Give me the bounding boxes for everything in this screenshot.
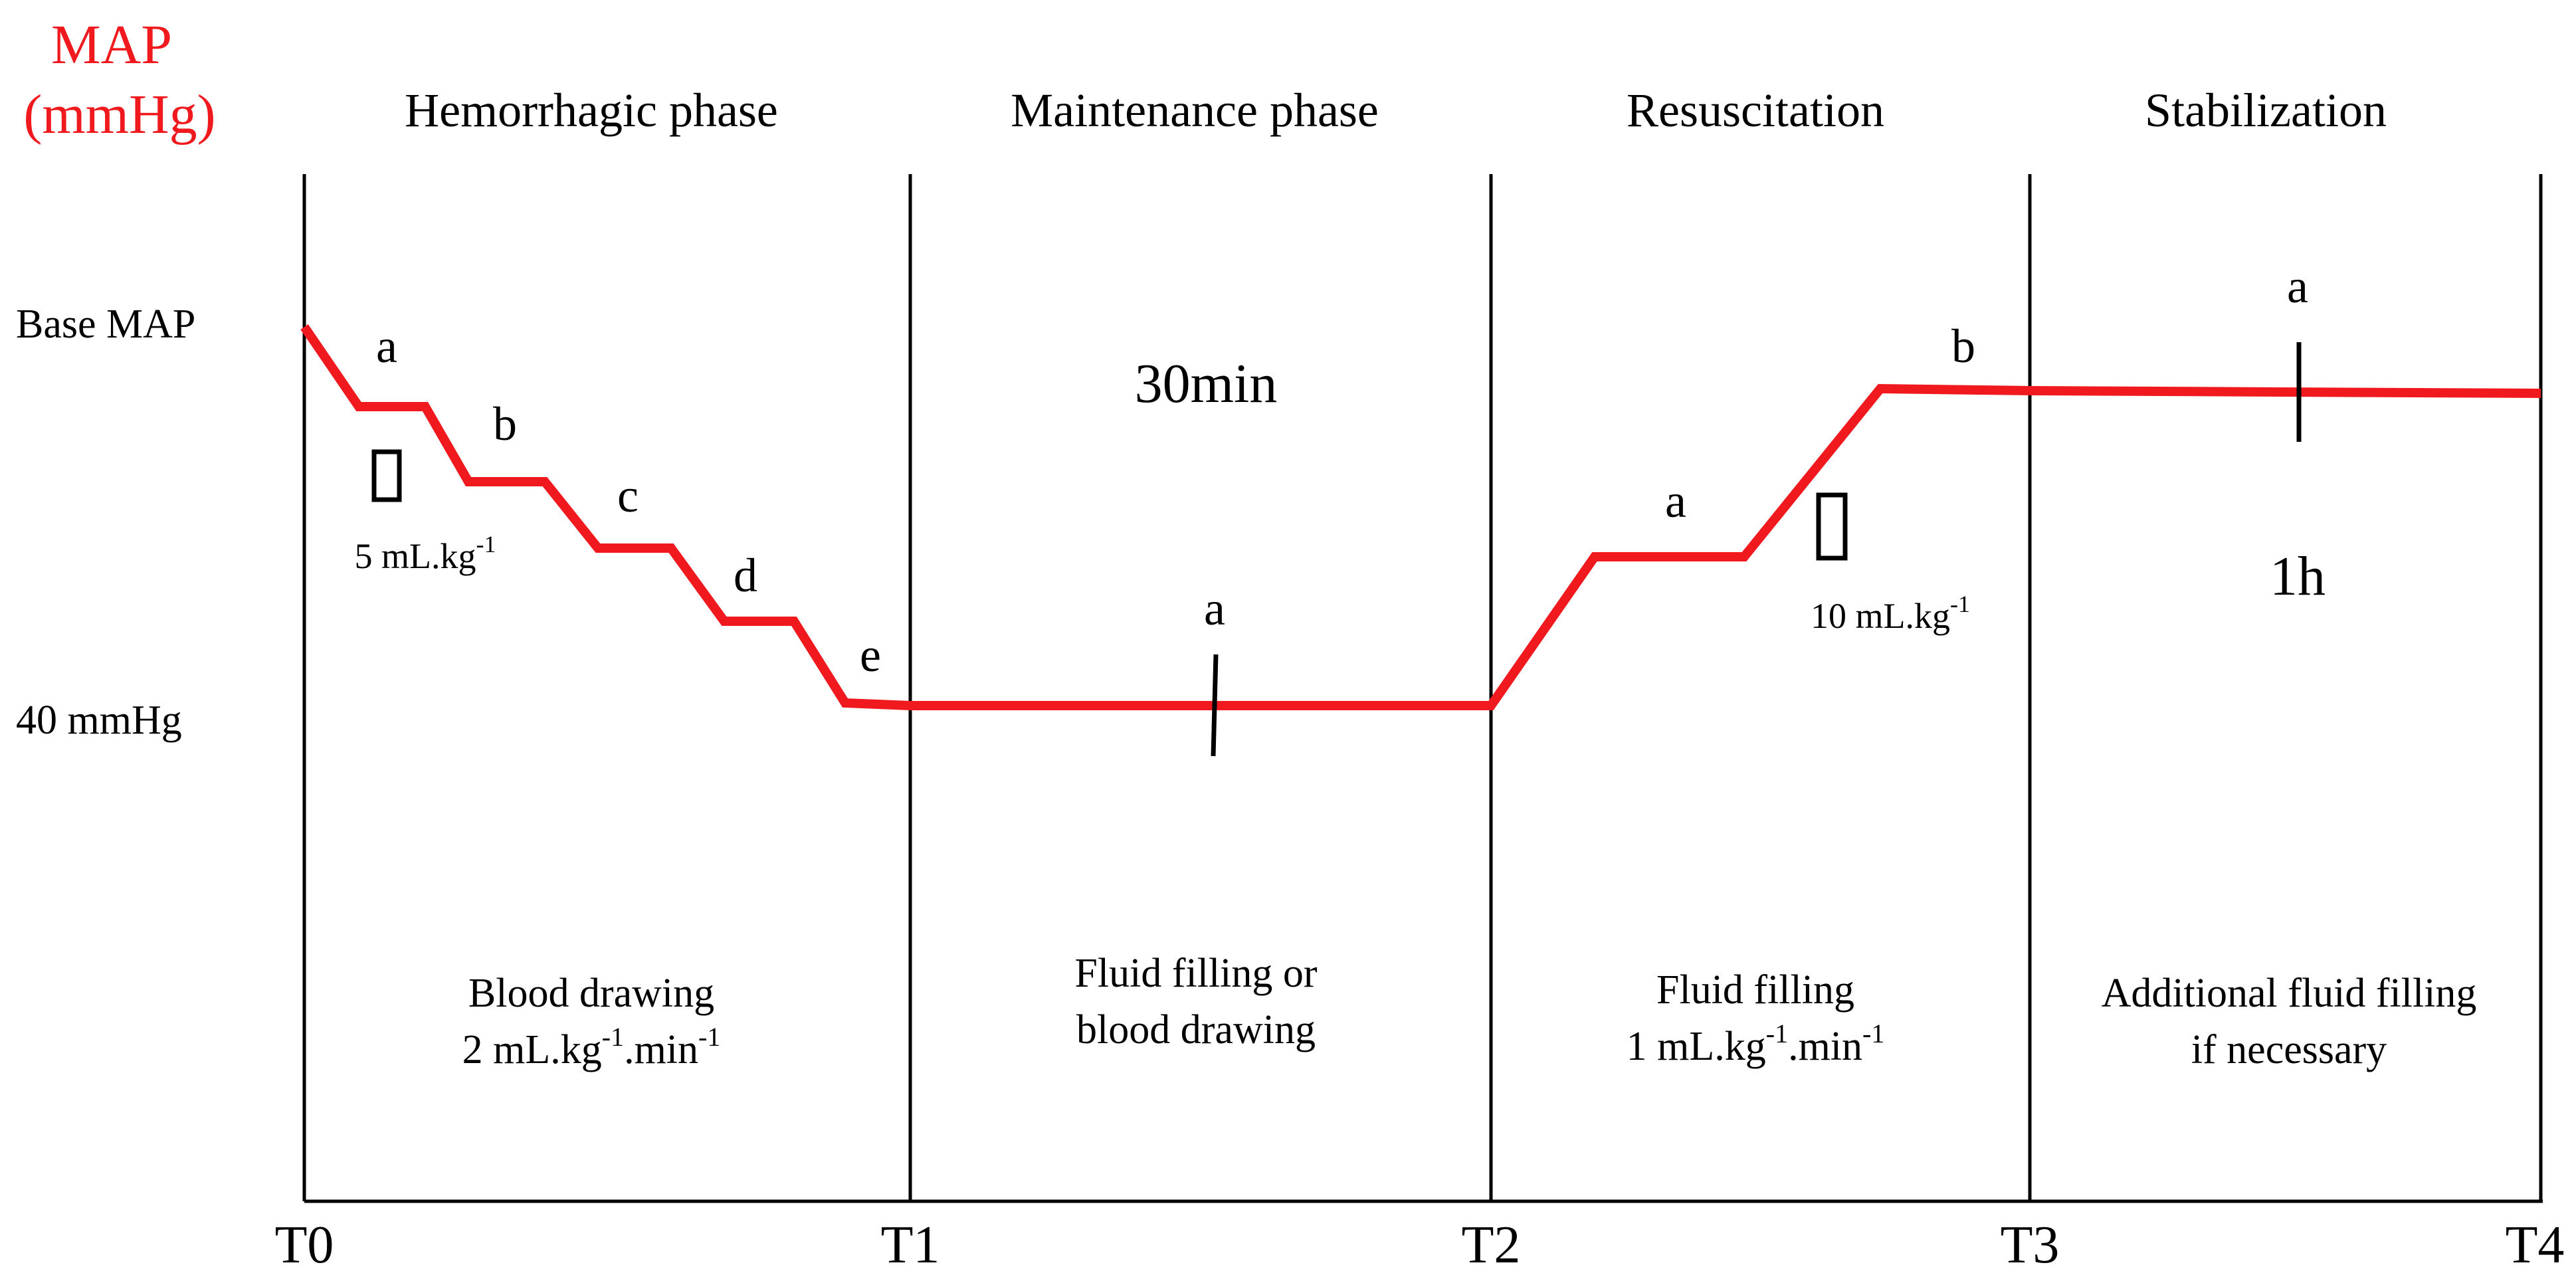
stabilization-desc-line1: Additional fluid filling (2102, 971, 2477, 1016)
hemorrhagic-desc-line2: 2 mL.kg-1.min-1 (462, 1022, 721, 1072)
phase-title-maintenance: Maintenance phase (1011, 84, 1379, 137)
y-tick-40-mmhg: 40 mmHg (16, 698, 182, 743)
resuscitation-step-b: b (1951, 320, 1975, 373)
x-tick-t3: T3 (2001, 1216, 2060, 1274)
phase-title-resuscitation: Resuscitation (1627, 84, 1884, 137)
hemorrhagic-desc-line1: Blood drawing (468, 971, 714, 1016)
maintenance-desc-line2: blood drawing (1076, 1007, 1316, 1052)
resuscitation-step-a: a (1665, 474, 1686, 528)
x-tick-t1: T1 (881, 1216, 940, 1274)
map-curve (300, 324, 2541, 710)
resuscitation-bag-volume: 10 mL.kg-1 (1811, 591, 1970, 636)
hemorrhagic-bag-volume: 5 mL.kg-1 (355, 531, 496, 576)
maintenance-step-a: a (1204, 582, 1225, 635)
maintenance-duration: 30min (1135, 353, 1278, 415)
y-axis-title-line2: (mmHg) (23, 84, 215, 146)
x-tick-t2: T2 (1462, 1216, 1521, 1274)
maintenance-desc-line1: Fluid filling or (1074, 951, 1317, 996)
y-axis-title-line1: MAP (51, 14, 172, 76)
stabilization-desc-line2: if necessary (2191, 1027, 2387, 1072)
fluid-bag-icon (1816, 492, 1848, 561)
resuscitation-desc-line2: 1 mL.kg-1.min-1 (1627, 1019, 1885, 1069)
x-tick-t0: T0 (275, 1216, 334, 1274)
phase-title-stabilization: Stabilization (2145, 84, 2387, 137)
hemorrhagic-step-e: e (860, 629, 881, 682)
hemorrhagic-step-c: c (617, 469, 639, 522)
stabilization-duration: 1h (2270, 545, 2326, 607)
hemorrhagic-step-a: a (376, 320, 397, 373)
phase-title-hemorrhagic: Hemorrhagic phase (405, 84, 778, 137)
blood-bag-icon (371, 449, 402, 502)
y-tick-base-map: Base MAP (16, 302, 195, 347)
resuscitation-desc-line1: Fluid filling (1656, 967, 1854, 1013)
hemorrhagic-step-d: d (734, 549, 757, 602)
stabilization-step-a: a (2287, 260, 2308, 313)
maintenance-tick-mark (1211, 654, 1219, 757)
hemorrhagic-step-b: b (493, 397, 517, 450)
x-tick-t4: T4 (2506, 1216, 2565, 1274)
